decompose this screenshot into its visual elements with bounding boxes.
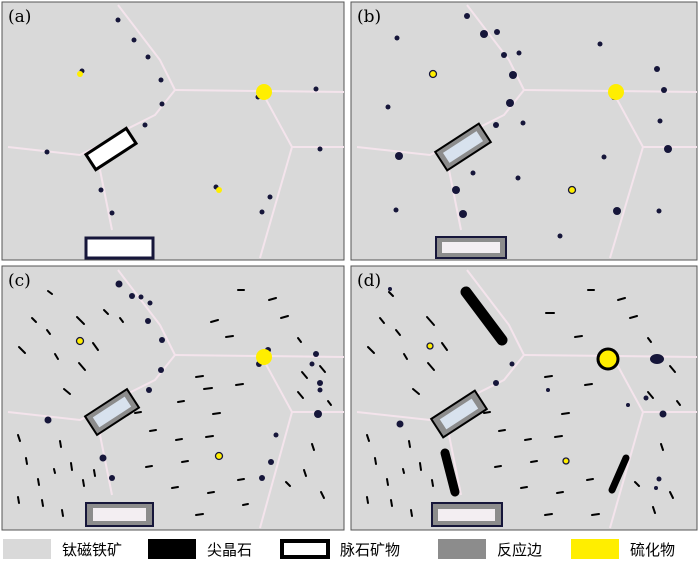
sulfide-grains bbox=[75, 336, 272, 461]
panel-background bbox=[350, 1, 698, 261]
spinel-dots bbox=[44, 17, 323, 216]
panel-background bbox=[1, 1, 345, 261]
gangue-minerals bbox=[433, 122, 507, 259]
legend-label: 硫化物 bbox=[630, 541, 675, 559]
legend-swatch bbox=[3, 539, 51, 559]
panel-label-a: (a) bbox=[8, 7, 31, 27]
spinel-large-grains bbox=[440, 286, 630, 497]
panel-c: (c) bbox=[1, 265, 345, 531]
panel-label-c: (c) bbox=[8, 271, 31, 291]
panel-label-b: (b) bbox=[357, 7, 381, 27]
grain-boundaries bbox=[7, 4, 345, 259]
sulfide-grains bbox=[77, 71, 272, 193]
spinel-ellipse bbox=[650, 354, 664, 364]
legend-swatch bbox=[571, 539, 619, 559]
legend-item-titanomagnetite: 钛磁铁矿 bbox=[3, 539, 122, 559]
legend-label: 反应边 bbox=[497, 541, 542, 559]
panel-d: (d) bbox=[350, 265, 698, 531]
legend-item-spinel: 尖晶石 bbox=[148, 539, 252, 559]
spinel-lamellae bbox=[366, 289, 681, 517]
legend-label: 钛磁铁矿 bbox=[62, 541, 122, 559]
panel-b: (b) bbox=[350, 1, 698, 261]
legend-item-gangue: 脉石矿物 bbox=[280, 539, 400, 559]
gangue-minerals bbox=[83, 126, 155, 260]
gangue-minerals bbox=[83, 387, 154, 527]
legend-swatch bbox=[280, 539, 330, 559]
legend: 钛磁铁矿 尖晶石 脉石矿物 反应边 硫化物 bbox=[3, 539, 675, 559]
legend-label: 脉石矿物 bbox=[340, 541, 400, 559]
legend-label: 尖晶石 bbox=[207, 541, 252, 559]
panel-label-d: (d) bbox=[357, 271, 381, 291]
legend-swatch bbox=[438, 539, 486, 559]
legend-item-sulfide: 硫化物 bbox=[571, 539, 675, 559]
legend-swatch bbox=[148, 539, 196, 559]
panel-background bbox=[1, 265, 345, 531]
sulfide-grains bbox=[426, 342, 620, 465]
panel-a: (a) bbox=[1, 1, 345, 261]
gangue-minerals bbox=[429, 389, 503, 527]
legend-item-reaction-rim: 反应边 bbox=[438, 539, 542, 559]
sulfide-grains bbox=[428, 69, 624, 195]
spinel-lamellae bbox=[17, 289, 332, 517]
